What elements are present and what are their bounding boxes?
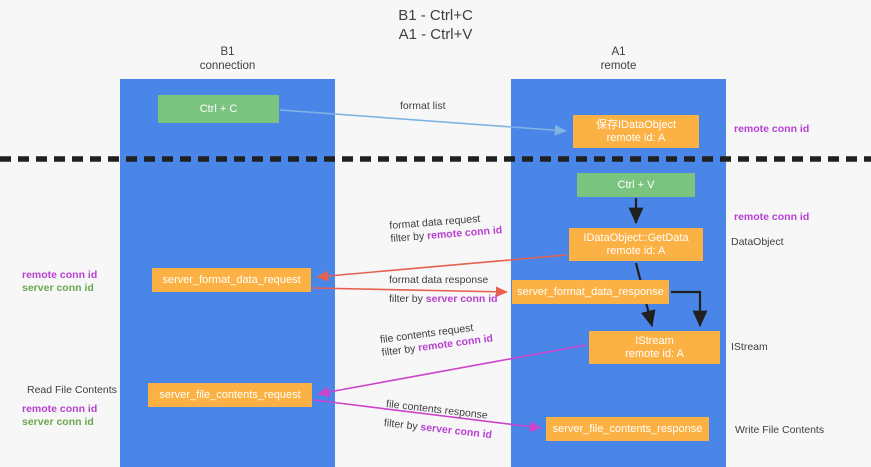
side-label-write-file-contents-text: Write File Contents [735,424,825,436]
box-idataobject-getdata[interactable]: IDataObject::GetData remote id: A [569,228,703,261]
box-server-format-data-response-label: server_format_data_response [517,285,664,298]
edge-label-file-contents-request: file contents request filter by remote c… [379,319,493,359]
box-idataobject-getdata-label: IDataObject::GetData [583,231,689,244]
box-server-file-contents-request-label: server_file_contents_request [159,388,301,401]
box-ctrl-c-label: Ctrl + C [199,102,238,115]
box-server-file-contents-response[interactable]: server_file_contents_response [546,417,709,441]
lane-header-b1-name: B1 [220,46,235,58]
lane-header-b1: B1 connection [120,45,335,73]
box-istream-subtitle: remote id: A [625,347,684,360]
box-save-idataobject[interactable]: 保存IDataObject remote id: A [573,115,699,148]
lane-header-a1-sub: remote [600,60,637,72]
edge-label-format-list: format list [400,100,446,113]
box-ctrl-v-label: Ctrl + V [617,178,655,191]
filter-key-server-conn-id: server conn id [425,293,498,305]
edge-label-file-contents-response: file contents response filter by server … [383,398,494,442]
side-label-left-server-conn-id: server conn id [22,282,94,294]
box-ctrl-c[interactable]: Ctrl + C [158,95,279,123]
phase-divider [0,156,871,162]
side-label-conn-ids-file: remote conn id server conn id [22,403,97,429]
edge-label-format-data-request: format data request filter by remote con… [389,211,503,246]
side-label-istream-text: IStream [731,341,768,353]
box-istream-label: IStream [635,334,674,347]
lane-header-b1-sub: connection [199,60,256,72]
filter-key-server-conn-id: server conn id [419,421,493,442]
edge-label-format-list-text: format list [400,100,446,112]
box-istream[interactable]: IStream remote id: A [589,331,720,364]
page-title: B1 - Ctrl+C A1 - Ctrl+V [0,6,871,44]
side-label-read-file-contents: Read File Contents [27,384,117,397]
filter-prefix: filter by [389,293,426,305]
box-save-idataobject-label: 保存IDataObject [595,118,677,131]
filter-prefix: filter by [383,416,422,434]
side-label-dataobject-text: DataObject [731,236,784,248]
box-server-format-data-response[interactable]: server_format_data_response [512,280,669,304]
side-label-left-remote-conn-id: remote conn id [22,269,98,281]
side-label-remote-conn-id-mid-text: remote conn id [734,211,810,223]
box-server-format-data-request-label: server_format_data_request [162,273,301,286]
edge-label-format-data-response-filter: filter by server conn id [389,293,498,306]
side-label-read-file-contents-text: Read File Contents [27,384,117,396]
filter-prefix: filter by [390,230,428,245]
side-label-remote-conn-id-mid: remote conn id [734,211,809,224]
title-line-2: A1 - Ctrl+V [398,26,473,43]
edge-label-format-data-response-text: format data response [389,274,489,286]
side-label-left-server-conn-id-2: server conn id [22,416,94,428]
side-label-remote-conn-id-top-text: remote conn id [734,123,810,135]
lane-header-a1-name: A1 [611,46,626,58]
box-server-file-contents-request[interactable]: server_file_contents_request [148,383,312,407]
side-label-left-remote-conn-id-2: remote conn id [22,403,98,415]
edge-label-format-data-response: format data response filter by server co… [389,274,498,306]
box-idataobject-getdata-subtitle: remote id: A [606,244,666,257]
box-ctrl-v[interactable]: Ctrl + V [577,173,695,197]
box-server-format-data-request[interactable]: server_format_data_request [152,268,311,292]
side-label-istream: IStream [731,341,768,354]
side-label-remote-conn-id-top: remote conn id [734,123,809,136]
side-label-conn-ids-format: remote conn id server conn id [22,269,97,295]
box-save-idataobject-subtitle: remote id: A [606,131,666,144]
title-line-1: B1 - Ctrl+C [398,7,473,24]
lane-header-a1: A1 remote [511,45,726,73]
side-label-write-file-contents: Write File Contents [735,424,824,437]
box-server-file-contents-response-label: server_file_contents_response [552,422,703,435]
side-label-dataobject: DataObject [731,236,784,249]
